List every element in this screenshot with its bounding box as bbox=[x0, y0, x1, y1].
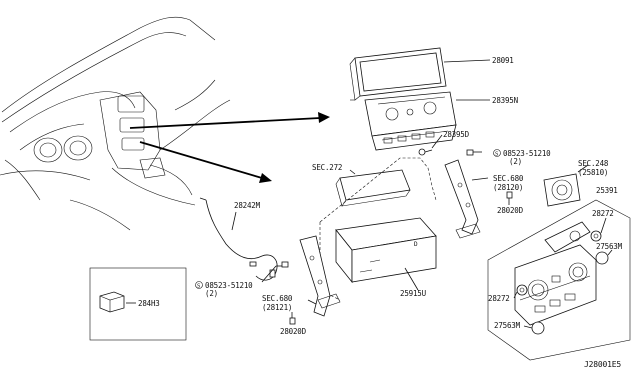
box-284h3 bbox=[89, 267, 187, 341]
label-sec248: SEC.248 bbox=[578, 159, 609, 168]
label-284h3: 284H3 bbox=[138, 299, 160, 308]
knob-27563m-top bbox=[595, 251, 609, 265]
label-28395n: 28395N bbox=[492, 96, 518, 105]
bolt-symbol-left bbox=[195, 281, 203, 289]
label-sec680b-sub: (28121) bbox=[262, 303, 292, 312]
label-bolt-top-qty: (2) bbox=[509, 157, 522, 166]
label-28395d: 28395D bbox=[443, 130, 470, 139]
label-bolt-top-num: 08523-51210 bbox=[503, 149, 551, 158]
dashboard-illustration bbox=[0, 16, 231, 231]
bolt-top bbox=[466, 149, 482, 156]
svg-text:D: D bbox=[414, 241, 418, 248]
diagram-id: J28001E5 bbox=[584, 360, 621, 369]
knob-27563m-bottom bbox=[531, 321, 545, 335]
label-28272-a: 28272 bbox=[592, 209, 614, 218]
label-27563m-b: 27563M bbox=[494, 321, 521, 330]
speaker-sec248 bbox=[543, 173, 581, 207]
cable-28242m bbox=[199, 197, 278, 281]
knob-28272-bottom bbox=[516, 284, 528, 296]
label-25391: 25391 bbox=[596, 186, 618, 195]
label-sec272: SEC.272 bbox=[312, 163, 342, 172]
main-unit-25915u: D bbox=[335, 217, 437, 284]
screw-28020d-right bbox=[506, 191, 513, 205]
label-28091: 28091 bbox=[492, 56, 514, 65]
svg-text:S: S bbox=[197, 284, 200, 290]
screw-28395d bbox=[418, 148, 433, 156]
label-sec248-sub: (25810) bbox=[578, 168, 608, 177]
leader-arrows bbox=[129, 112, 330, 183]
bracket-28121 bbox=[299, 235, 341, 317]
assembly-box-25391 bbox=[487, 199, 631, 361]
control-panel-28395n bbox=[364, 91, 457, 151]
label-bolt-left-qty: (2) bbox=[205, 289, 218, 298]
bolt-left bbox=[261, 261, 289, 283]
label-25915u: 25915U bbox=[400, 289, 426, 298]
bolt-symbol-top bbox=[493, 149, 501, 157]
bracket-28120 bbox=[444, 159, 481, 239]
svg-text:S: S bbox=[495, 152, 498, 158]
label-27563m-a: 27563M bbox=[596, 242, 623, 251]
sec272-unit bbox=[335, 169, 411, 207]
label-sec680a-sub: (28120) bbox=[493, 183, 523, 192]
label-bolt-left-num: 08523-51210 bbox=[205, 281, 253, 290]
label-sec680b: SEC.680 bbox=[262, 294, 293, 303]
label-28272-b: 28272 bbox=[488, 294, 510, 303]
label-28020d-a: 28020D bbox=[497, 206, 524, 215]
display-unit-28091 bbox=[349, 47, 447, 101]
climate-panel bbox=[514, 221, 597, 326]
screw-28020d-bottom bbox=[289, 312, 296, 325]
label-sec680a: SEC.680 bbox=[493, 174, 524, 183]
label-28242m: 28242M bbox=[234, 201, 261, 210]
label-28020d-b: 28020D bbox=[280, 327, 307, 336]
knob-28272-top bbox=[590, 230, 602, 242]
